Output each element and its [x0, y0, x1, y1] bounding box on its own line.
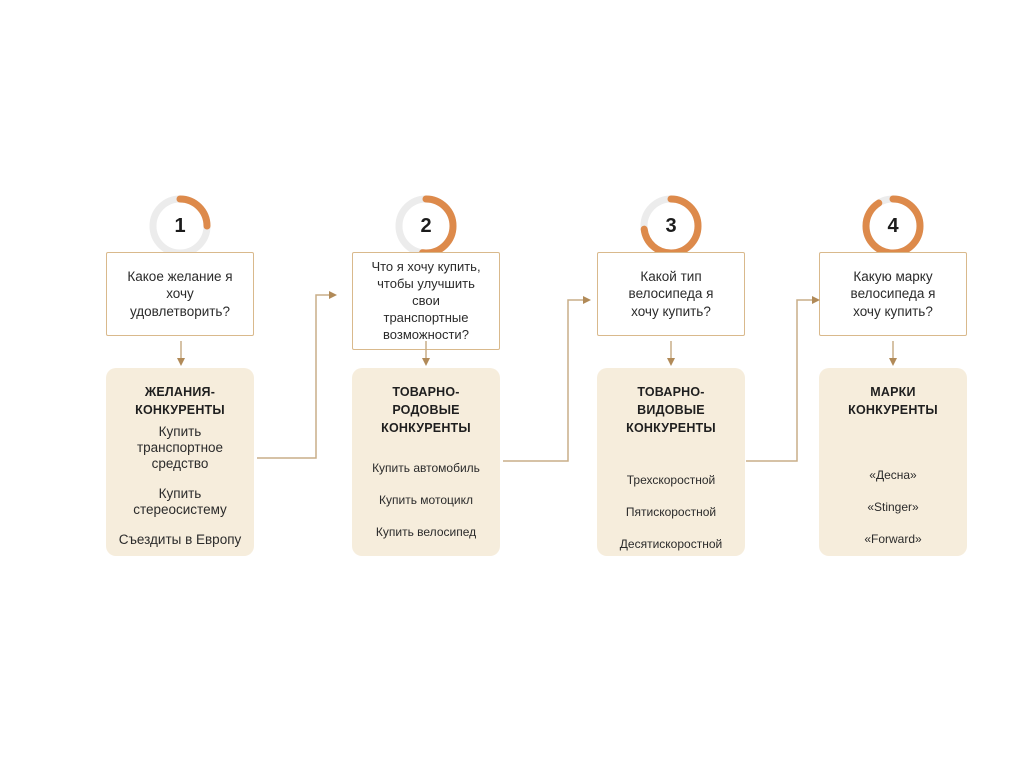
- step-4-card: МАРКИ КОНКУРЕНТЫ «Десна» «Stinger» «Forw…: [819, 368, 967, 556]
- elbow-arrow-icon: [257, 291, 337, 459]
- card-item: Десятискоростной: [619, 537, 723, 552]
- step-4-progress-ring: 4: [861, 194, 925, 258]
- progress-ring-icon: [149, 195, 211, 257]
- step-2-progress-ring: 2: [394, 194, 458, 258]
- step-3-question-text: Какой тип велосипеда я хочу купить?: [628, 268, 714, 319]
- elbow-arrow-icon: [746, 296, 820, 462]
- step-1-number: 1: [174, 214, 186, 237]
- step-4-question-text: Какую марку велосипеда я хочу купить?: [850, 268, 936, 319]
- card-item: Купить транспортное средство: [136, 423, 224, 472]
- step-3-card: ТОВАРНО-ВИДОВЫЕ КОНКУРЕНТЫ Трехскоростно…: [597, 368, 745, 556]
- step-2-number: 2: [420, 214, 432, 237]
- elbow-arrow-icon: [503, 296, 591, 462]
- step-3-card-items: Трехскоростной Пятискоростной Десятискор…: [607, 473, 735, 552]
- step-3-progress-ring: 3: [639, 194, 703, 258]
- step-4-card-title: МАРКИ КОНКУРЕНТЫ: [848, 385, 938, 417]
- progress-ring-icon: [640, 195, 702, 257]
- step-1-card-items: Купить транспортное средство Купить стер…: [116, 424, 244, 549]
- card-item: Пятискоростной: [625, 505, 717, 520]
- step-3-number: 3: [665, 214, 677, 237]
- step-2-card: ТОВАРНО-РОДОВЫЕ КОНКУРЕНТЫ Купить автомо…: [352, 368, 500, 556]
- card-item: Купить мотоцикл: [379, 493, 473, 508]
- step-2-question-text: Что я хочу купить, чтобы улучшить свои т…: [371, 259, 481, 342]
- card-item: «Stinger»: [867, 499, 919, 514]
- step-3-card-title: ТОВАРНО-ВИДОВЫЕ КОНКУРЕНТЫ: [626, 385, 716, 435]
- step-4-column: 4 Какую марку велосипеда я хочу купить? …: [819, 194, 967, 560]
- step-3-column: 3 Какой тип велосипеда я хочу купить? ТО…: [597, 194, 745, 560]
- step-1-column: 1 Какое желание я хочу удовлетворить? ЖЕ…: [106, 194, 254, 560]
- step-1-card: ЖЕЛАНИЯ-КОНКУРЕНТЫ Купить транспортное с…: [106, 368, 254, 556]
- step-4-question-box: Какую марку велосипеда я хочу купить?: [819, 252, 967, 336]
- card-item: Купить автомобиль: [372, 461, 480, 476]
- step-2-card-title: ТОВАРНО-РОДОВЫЕ КОНКУРЕНТЫ: [381, 385, 471, 435]
- step-1-question-text: Какое желание я хочу удовлетворить?: [127, 268, 233, 319]
- card-item: Трехскоростной: [626, 473, 716, 488]
- step-2-column: 2 Что я хочу купить, чтобы улучшить свои…: [352, 194, 500, 560]
- step-1-card-title: ЖЕЛАНИЯ-КОНКУРЕНТЫ: [135, 385, 225, 417]
- card-item: «Forward»: [864, 531, 922, 546]
- card-item: Съездиты в Европу: [118, 531, 242, 547]
- step-1-progress-ring: 1: [148, 194, 212, 258]
- step-2-card-items: Купить автомобиль Купить мотоцикл Купить…: [362, 461, 490, 540]
- step-2-question-box: Что я хочу купить, чтобы улучшить свои т…: [352, 252, 500, 351]
- card-item: Купить велосипед: [375, 525, 477, 540]
- card-item: Купить стереосистему: [133, 485, 227, 518]
- step-1-question-box: Какое желание я хочу удовлетворить?: [106, 252, 254, 336]
- step-4-number: 4: [887, 214, 899, 237]
- step-4-card-items: «Десна» «Stinger» «Forward»: [829, 468, 957, 547]
- card-item: «Десна»: [869, 467, 917, 482]
- step-3-question-box: Какой тип велосипеда я хочу купить?: [597, 252, 745, 336]
